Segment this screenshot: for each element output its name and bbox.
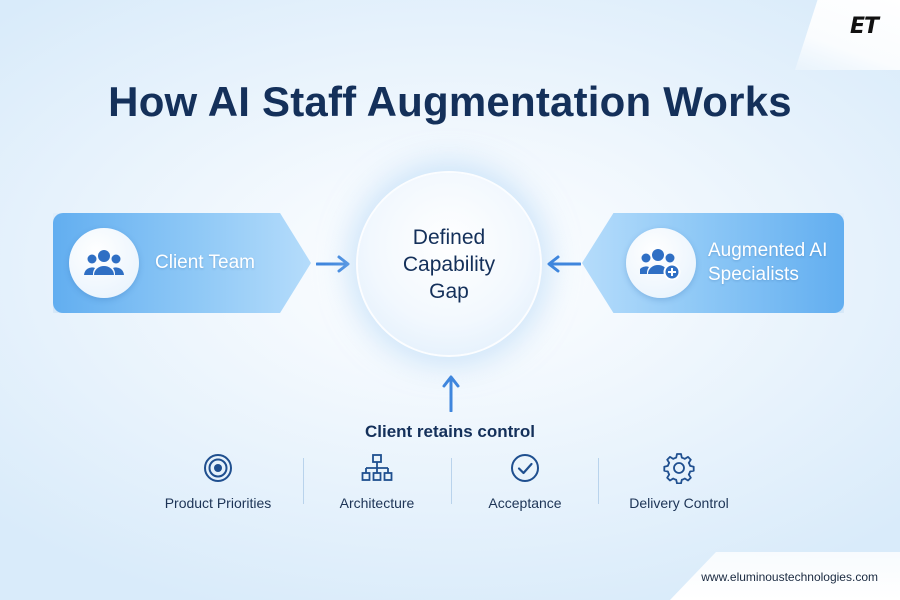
add-team-icon — [626, 228, 696, 298]
control-title: Client retains control — [364, 422, 536, 441]
check-circle-icon — [509, 452, 541, 484]
brand-logo: ET — [849, 14, 879, 39]
capability-gap-label: Defined Capability Gap — [402, 225, 496, 303]
gear-icon — [663, 452, 695, 484]
arrow-left-icon — [547, 255, 581, 273]
client-team-box: Client Team — [53, 213, 311, 313]
team-icon — [69, 228, 139, 298]
divider — [598, 458, 599, 504]
control-item-label: Product Priorities — [164, 495, 272, 511]
control-item-product-priorities: Product Priorities — [143, 452, 293, 512]
footer-url[interactable]: www.eluminoustechnologies.com — [701, 570, 878, 584]
page-title: How AI Staff Augmentation Works — [108, 78, 792, 125]
divider — [303, 458, 304, 504]
target-icon — [202, 452, 234, 484]
control-item-label: Architecture — [339, 495, 415, 511]
capability-gap-circle: Defined Capability Gap — [358, 173, 540, 355]
ai-specialists-box: Augmented AI Specialists — [582, 213, 844, 313]
client-team-label: Client Team — [155, 252, 255, 273]
arrow-right-icon — [316, 255, 350, 273]
ai-specialists-label: Augmented AI Specialists — [708, 240, 828, 285]
divider — [451, 458, 452, 504]
hierarchy-icon — [361, 452, 393, 484]
arrow-up-icon — [442, 375, 460, 412]
control-item-delivery-control: Delivery Control — [604, 452, 754, 512]
control-items: Product Priorities Architecture — [148, 452, 752, 512]
control-item-label: Acceptance — [488, 495, 562, 511]
control-item-architecture: Architecture — [302, 452, 452, 512]
control-item-acceptance: Acceptance — [450, 452, 600, 512]
control-item-label: Delivery Control — [629, 495, 729, 511]
